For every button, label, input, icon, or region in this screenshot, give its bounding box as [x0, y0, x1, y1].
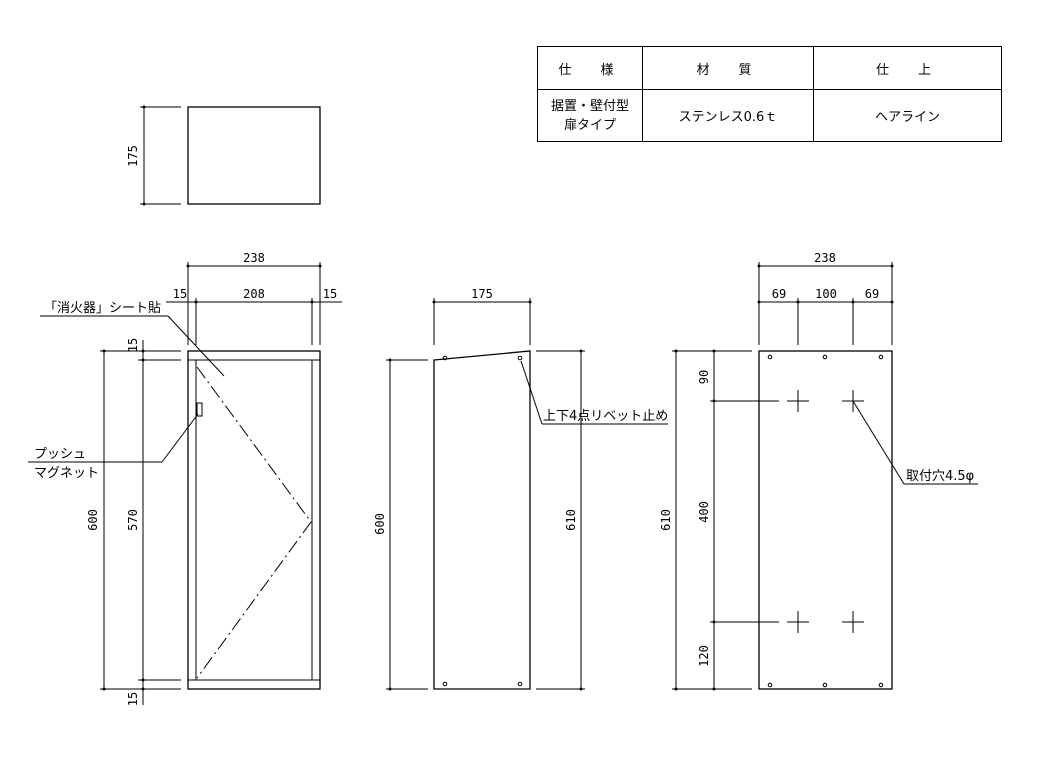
dim-dot — [318, 264, 322, 268]
dim-dot — [141, 358, 145, 362]
side-view-outline — [433, 350, 531, 690]
side-height-left-dim: 600 — [373, 513, 387, 535]
dim-dot — [310, 300, 314, 304]
back-bottom-offset-dim: 120 — [697, 645, 711, 667]
mounting-hole-bottom-left — [787, 611, 809, 633]
rivet-mark — [878, 682, 884, 688]
front-view: 238 208 15 15 600 570 15 15 「消火器」シート貼 プッ… — [28, 251, 342, 706]
spec-cell-spec-line1: 据置・壁付型 — [550, 98, 629, 114]
magnet-note-line2: マグネット — [34, 466, 99, 481]
dim-dot — [890, 264, 894, 268]
back-pitch-left-dim: 69 — [772, 287, 786, 301]
side-height-right-dim: 610 — [564, 509, 578, 531]
dim-dot — [528, 300, 532, 304]
rivet-mark — [767, 682, 773, 688]
push-magnet-mark — [196, 402, 203, 417]
rivet-note-leader — [520, 360, 543, 425]
back-hole-pitch-vertical-dim: 400 — [697, 501, 711, 523]
rivet-mark — [442, 355, 448, 361]
front-view-inner-frame — [195, 359, 313, 681]
door-swing-line — [196, 366, 312, 679]
rivet-mark — [822, 682, 828, 688]
front-bottom-plate-dim: 15 — [126, 692, 140, 706]
spec-cell-spec-line2: 扉タイプ — [563, 117, 616, 133]
top-view-depth-dim: 175 — [126, 145, 140, 167]
spec-cell-spec: 据置・壁付型 扉タイプ — [537, 89, 643, 142]
dim-dot — [579, 687, 583, 691]
dim-dot — [102, 687, 106, 691]
dim-dot — [142, 105, 146, 109]
front-side-right-dim: 15 — [323, 287, 337, 301]
dim-dot — [579, 349, 583, 353]
back-overall-height-dim: 610 — [659, 509, 673, 531]
back-pitch-right-dim: 69 — [865, 287, 879, 301]
dim-dot — [141, 687, 145, 691]
magnet-note-line1: プッシュ — [34, 447, 86, 462]
sheet-note: 「消火器」シート貼 — [44, 301, 161, 316]
front-inner-height-dim: 570 — [126, 509, 140, 531]
spec-table-header-row: 仕 様 材 質 仕 上 — [537, 46, 1002, 90]
back-view-outline — [758, 350, 893, 690]
dim-dot — [388, 687, 392, 691]
sheet-note-leader — [167, 315, 225, 377]
spec-cell-finish: ヘアライン — [813, 89, 1002, 142]
mounting-hole-top-left — [787, 390, 809, 412]
spec-header-material: 材 質 — [642, 46, 814, 90]
dim-dot — [851, 300, 855, 304]
back-pitch-center-dim: 100 — [815, 287, 837, 301]
back-view: 238 69 100 69 610 90 400 120 取付穴4.5φ — [659, 251, 978, 691]
rivet-mark — [442, 681, 448, 687]
mounting-hole-bottom-right — [842, 611, 864, 633]
front-top-plate-dim: 15 — [126, 338, 140, 352]
dim-dot — [674, 349, 678, 353]
dim-dot — [796, 300, 800, 304]
side-depth-dim: 175 — [471, 287, 493, 301]
dim-dot — [712, 399, 716, 403]
back-width-overall-dim: 238 — [814, 251, 836, 265]
dim-dot — [141, 349, 145, 353]
dim-dot — [102, 349, 106, 353]
dim-dot — [142, 202, 146, 206]
rivet-mark — [517, 355, 523, 361]
dim-dot — [432, 300, 436, 304]
top-view-outline — [187, 106, 321, 205]
dim-dot — [141, 678, 145, 682]
spec-table-body-row: 据置・壁付型 扉タイプ ステンレス0.6ｔ ヘアライン — [537, 89, 1002, 142]
front-inner-width-dim: 208 — [243, 287, 265, 301]
front-width-overall-dim: 238 — [243, 251, 265, 265]
spec-table: 仕 様 材 質 仕 上 据置・壁付型 扉タイプ ステンレス0.6ｔ ヘアライン — [537, 46, 1002, 142]
dim-dot — [712, 349, 716, 353]
back-top-offset-dim: 90 — [697, 370, 711, 384]
rivet-mark — [767, 354, 773, 360]
hole-note: 取付穴4.5φ — [906, 469, 974, 484]
dim-dot — [890, 300, 894, 304]
front-side-left-dim: 15 — [173, 287, 187, 301]
dim-dot — [186, 264, 190, 268]
side-view: 175 600 610 上下4点リベット止め — [373, 287, 668, 691]
top-view: 175 — [126, 105, 321, 206]
dim-dot — [757, 264, 761, 268]
rivet-note: 上下4点リベット止め — [543, 409, 668, 424]
dim-dot — [712, 620, 716, 624]
dim-dot — [388, 358, 392, 362]
dim-dot — [757, 300, 761, 304]
rivet-mark — [878, 354, 884, 360]
spec-header-spec: 仕 様 — [537, 46, 643, 90]
dim-dot — [194, 300, 198, 304]
rivet-mark — [517, 681, 523, 687]
spec-cell-material: ステンレス0.6ｔ — [642, 89, 814, 142]
front-overall-height-dim: 600 — [86, 509, 100, 531]
rivet-mark — [822, 354, 828, 360]
dim-dot — [712, 687, 716, 691]
hole-note-leader — [852, 400, 905, 485]
dim-dot — [674, 687, 678, 691]
magnet-note-leader — [161, 413, 199, 463]
front-view-outline — [187, 350, 321, 690]
